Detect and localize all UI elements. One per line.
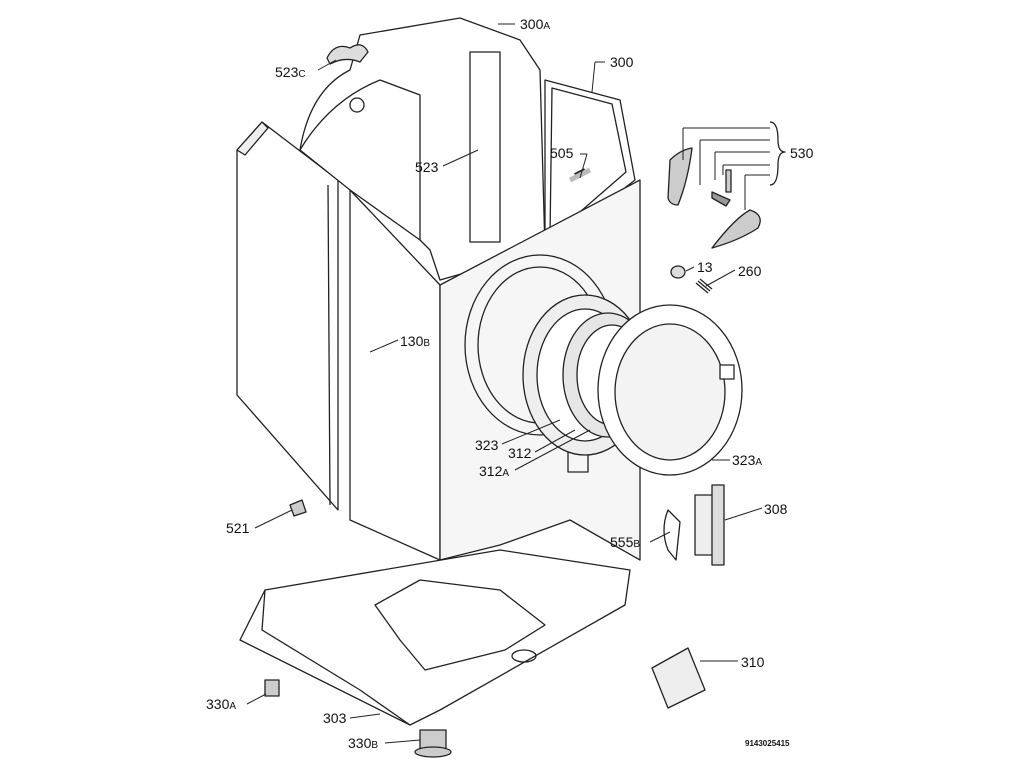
screw-521 — [289, 499, 307, 517]
label-300a: 300A — [520, 16, 551, 32]
label-505: 505 — [550, 145, 574, 161]
handle-parts-530 — [667, 121, 786, 249]
foot-330a — [264, 679, 280, 697]
door-323a — [597, 304, 743, 476]
foot-330b — [414, 729, 452, 758]
clip-523c — [326, 44, 369, 65]
label-521: 521 — [226, 520, 250, 536]
label-260: 260 — [738, 263, 762, 279]
label-312a: 312A — [479, 463, 510, 479]
leader-lines — [246, 23, 763, 744]
label-555b: 555B — [610, 534, 641, 550]
knob-13 — [670, 265, 686, 279]
label-330b: 330B — [348, 735, 379, 751]
label-308: 308 — [764, 501, 788, 517]
label-312: 312 — [508, 445, 532, 461]
label-300: 300 — [610, 54, 634, 70]
cabinet-300 — [299, 17, 641, 561]
label-310: 310 — [741, 654, 765, 670]
cover-310 — [651, 647, 706, 709]
label-523: 523 — [415, 159, 439, 175]
label-13: 13 — [697, 259, 713, 275]
label-323: 323 — [475, 437, 499, 453]
label-523c: 523C — [275, 64, 306, 80]
label-130b: 130B — [400, 333, 431, 349]
document-number: 9143025415 — [745, 739, 790, 748]
spring-260 — [695, 278, 713, 294]
base-303 — [239, 549, 631, 726]
pin-505 — [568, 167, 592, 183]
interlock-555b — [663, 509, 681, 561]
label-530: 530 — [790, 145, 814, 161]
side-panel — [236, 121, 363, 511]
hinge-308 — [694, 484, 725, 566]
label-330a: 330A — [206, 696, 237, 712]
label-323a: 323A — [732, 452, 763, 468]
label-303: 303 — [323, 710, 347, 726]
